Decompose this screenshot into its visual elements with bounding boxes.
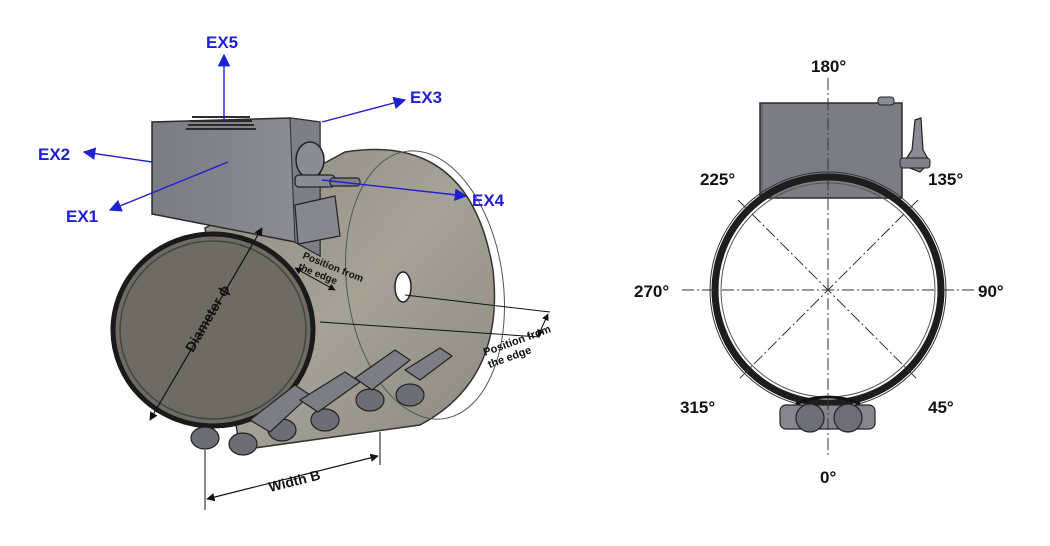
width-label: Width B [267,467,322,495]
ex1-arrow [108,161,229,212]
angle-315-label: 315° [680,398,715,417]
ex1-label: EX1 [66,207,98,226]
angle-135-label: 135° [928,170,963,189]
ex2-arrow [82,147,153,163]
front-view: 180° 0° 90° 270° 135° 225° 315° 45° [634,57,1004,487]
angle-225-label: 225° [700,170,735,189]
angle-270-label: 270° [634,282,669,301]
ex3-label: EX3 [410,88,442,107]
angle-90-label: 90° [978,282,1004,301]
svg-text:Position from the edge: Position from the edge [482,322,560,371]
ex4-arrow [321,179,468,202]
enclosure-box [151,116,361,258]
front-enclosure [759,96,931,199]
angle-axes [682,78,974,458]
ex-axes [82,53,468,212]
vent-slots [186,116,256,130]
axis-135-315 [737,199,919,381]
ex5-label: EX5 [206,33,238,52]
ex2-label: EX2 [38,145,70,164]
angle-45-label: 45° [928,398,954,417]
angle-180-label: 180° [811,57,846,76]
cable-gland-icon [294,141,361,188]
ex4-label: EX4 [472,191,505,210]
iso-view: Diameter ϕ Position from the edge Positi… [38,33,560,510]
pipe-hole [394,271,412,303]
angle-0-label: 0° [820,468,836,487]
ex3-arrow [321,96,407,123]
clamp-latches [190,347,454,456]
